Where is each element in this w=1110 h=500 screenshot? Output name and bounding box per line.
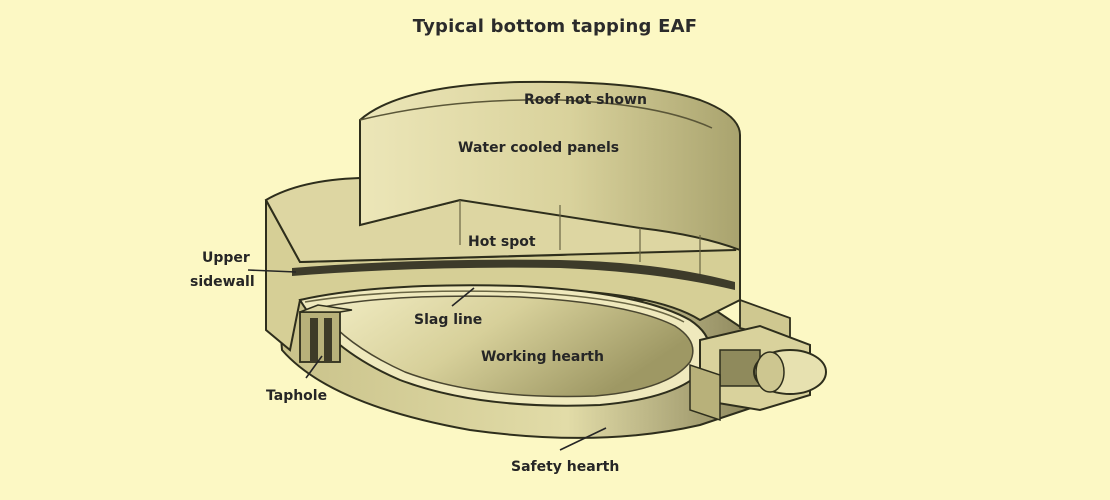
label-hot-spot: Hot spot: [468, 234, 536, 250]
tapping-spout: [689, 298, 827, 422]
label-slag-line: Slag line: [414, 312, 482, 328]
water-cooled-panels: [359, 80, 741, 252]
panel-joints: [459, 200, 701, 280]
label-safety-hearth: Safety hearth: [511, 459, 619, 475]
refractory-band: [292, 259, 735, 290]
leader-lines: [247, 269, 607, 451]
diagram-title: Typical bottom tapping EAF: [412, 16, 698, 37]
label-taphole: Taphole: [266, 388, 327, 404]
label-roof-not-shown: Roof not shown: [524, 92, 647, 108]
label-upper-sidewall-line1: Upper: [202, 250, 250, 266]
taphole-block: [299, 304, 353, 363]
panel-rim: [359, 99, 713, 129]
working-hearth: [316, 295, 694, 398]
slag-line-ring: [304, 290, 685, 323]
label-working-hearth: Working hearth: [481, 349, 604, 365]
label-upper-sidewall-line2: sidewall: [190, 274, 255, 290]
label-water-cooled-panels: Water cooled panels: [458, 140, 619, 156]
